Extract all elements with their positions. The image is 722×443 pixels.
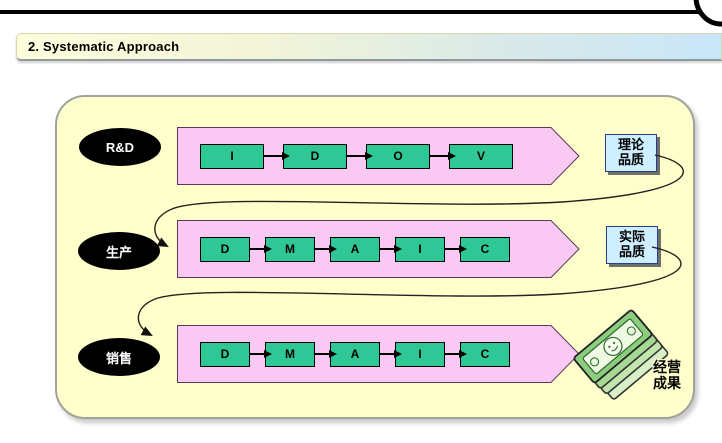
stage-connector-arrow-icon: [445, 244, 467, 253]
stage-box: V: [449, 143, 513, 169]
phase-oval-rnd: R&D: [79, 128, 161, 166]
stage-box: A: [330, 341, 380, 367]
stage-connector-arrow-icon: [380, 349, 402, 358]
stage-strip: D M A I C: [200, 220, 510, 278]
quality-box-theoretical: 理论 品质: [605, 134, 657, 172]
stage-box: I: [200, 143, 264, 169]
stage-box: I: [395, 236, 445, 262]
phase-label: 销售: [105, 350, 132, 366]
stage-connector-arrow-icon: [315, 244, 337, 253]
stage-connector-arrow-icon: [430, 151, 456, 160]
stage-box: M: [265, 341, 315, 367]
stage-box: C: [460, 236, 510, 262]
stage-box: I: [395, 341, 445, 367]
phase-label: R&D: [105, 139, 135, 155]
flow-arrow-rnd: I D O V: [177, 127, 581, 185]
stage-box: A: [330, 236, 380, 262]
stage-connector-arrow-icon: [315, 349, 337, 358]
phase-oval-sales: 销售: [78, 338, 160, 376]
stage-strip: D M A I C: [200, 325, 510, 383]
stage-strip: I D O V: [200, 127, 513, 185]
stage-box: D: [200, 341, 250, 367]
business-result-label: 经营 成果: [653, 359, 681, 392]
stage-box: O: [366, 143, 430, 169]
stage-connector-arrow-icon: [250, 244, 272, 253]
diagram-canvas: R&D I D O V 理论 品质 生产: [55, 95, 695, 419]
stage-connector-arrow-icon: [380, 244, 402, 253]
stage-connector-arrow-icon: [264, 151, 290, 160]
stage-connector-arrow-icon: [250, 349, 272, 358]
stage-box: D: [283, 143, 347, 169]
money-stack-icon: [569, 300, 679, 412]
stage-box: M: [265, 236, 315, 262]
quality-box-actual: 实际 品质: [606, 226, 658, 264]
section-title: 2. Systematic Approach: [28, 39, 180, 54]
flow-arrow-sales: D M A I C: [177, 325, 581, 383]
flow-arrow-production: D M A I C: [177, 220, 581, 278]
top-divider-rule: [0, 10, 700, 14]
stage-box: D: [200, 236, 250, 262]
stage-connector-arrow-icon: [445, 349, 467, 358]
page-logo-fragment-icon: [688, 0, 722, 27]
section-title-bar: 2. Systematic Approach: [16, 33, 722, 61]
stage-box: C: [460, 341, 510, 367]
phase-oval-production: 生产: [78, 232, 160, 270]
stage-connector-arrow-icon: [347, 151, 373, 160]
phase-label: 生产: [105, 244, 132, 260]
